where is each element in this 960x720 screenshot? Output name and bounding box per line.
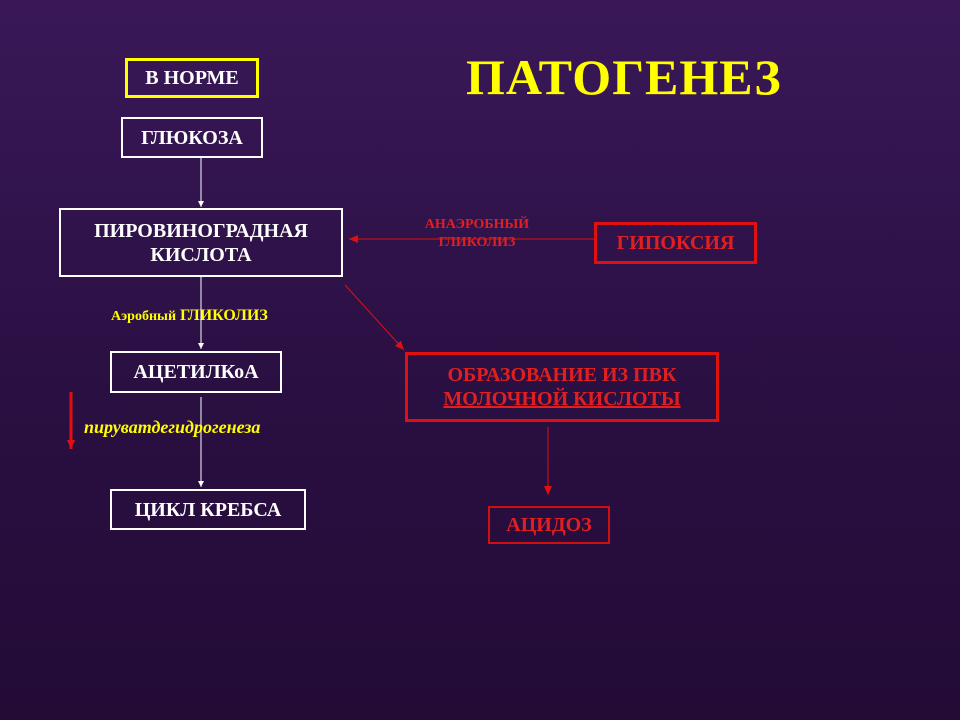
aerobic-glycolysis-label: Аэробный ГЛИКОЛИЗ <box>111 307 268 325</box>
acidosis-label: АЦИДОЗ <box>506 514 592 536</box>
glucose-box: ГЛЮКОЗА <box>121 117 263 158</box>
norm-label: В НОРМЕ <box>145 67 239 89</box>
anaerobic-glycolysis-label: АНАЭРОБНЫЙ ГЛИКОЛИЗ <box>405 216 549 252</box>
acetylcoa-box: АЦЕТИЛКоА <box>110 351 282 393</box>
lactic-acid-box: ОБРАЗОВАНИЕ ИЗ ПВК МОЛОЧНОЙ КИСЛОТЫ <box>405 352 719 422</box>
anaerobic-line2: ГЛИКОЛИЗ <box>438 235 516 251</box>
anaerobic-line1: АНАЭРОБНЫЙ <box>424 217 530 232</box>
krebs-cycle-box: ЦИКЛ КРЕБСА <box>110 489 306 530</box>
aerobic-prefix: Аэробный <box>111 309 177 324</box>
glucose-label: ГЛЮКОЗА <box>141 126 243 149</box>
pyruvic-acid-box: ПИРОВИНОГРАДНАЯ КИСЛОТА <box>59 208 343 277</box>
acidosis-box: АЦИДОЗ <box>488 506 610 544</box>
krebs-label: ЦИКЛ КРЕБСА <box>134 498 282 521</box>
hypoxia-box: ГИПОКСИЯ <box>594 222 757 264</box>
lactic-label-line2: МОЛОЧНОЙ КИСЛОТЫ <box>443 388 681 410</box>
hypoxia-label: ГИПОКСИЯ <box>616 232 735 254</box>
lactic-label-line1: ОБРАЗОВАНИЕ ИЗ ПВК <box>447 364 677 386</box>
pyruvic-label-line2: КИСЛОТА <box>150 243 252 266</box>
aerobic-main: ГЛИКОЛИЗ <box>180 307 268 324</box>
norm-box: В НОРМЕ <box>125 58 259 98</box>
page-title: ПАТОГЕНЕЗ <box>466 49 782 105</box>
arrow-pyruvic-to-lactic <box>344 284 405 351</box>
pyruvic-label-line1: ПИРОВИНОГРАДНАЯ <box>94 219 308 242</box>
acetylcoa-label: АЦЕТИЛКоА <box>133 361 259 383</box>
pdh-label: пируватдегидрогенеза <box>84 417 261 437</box>
